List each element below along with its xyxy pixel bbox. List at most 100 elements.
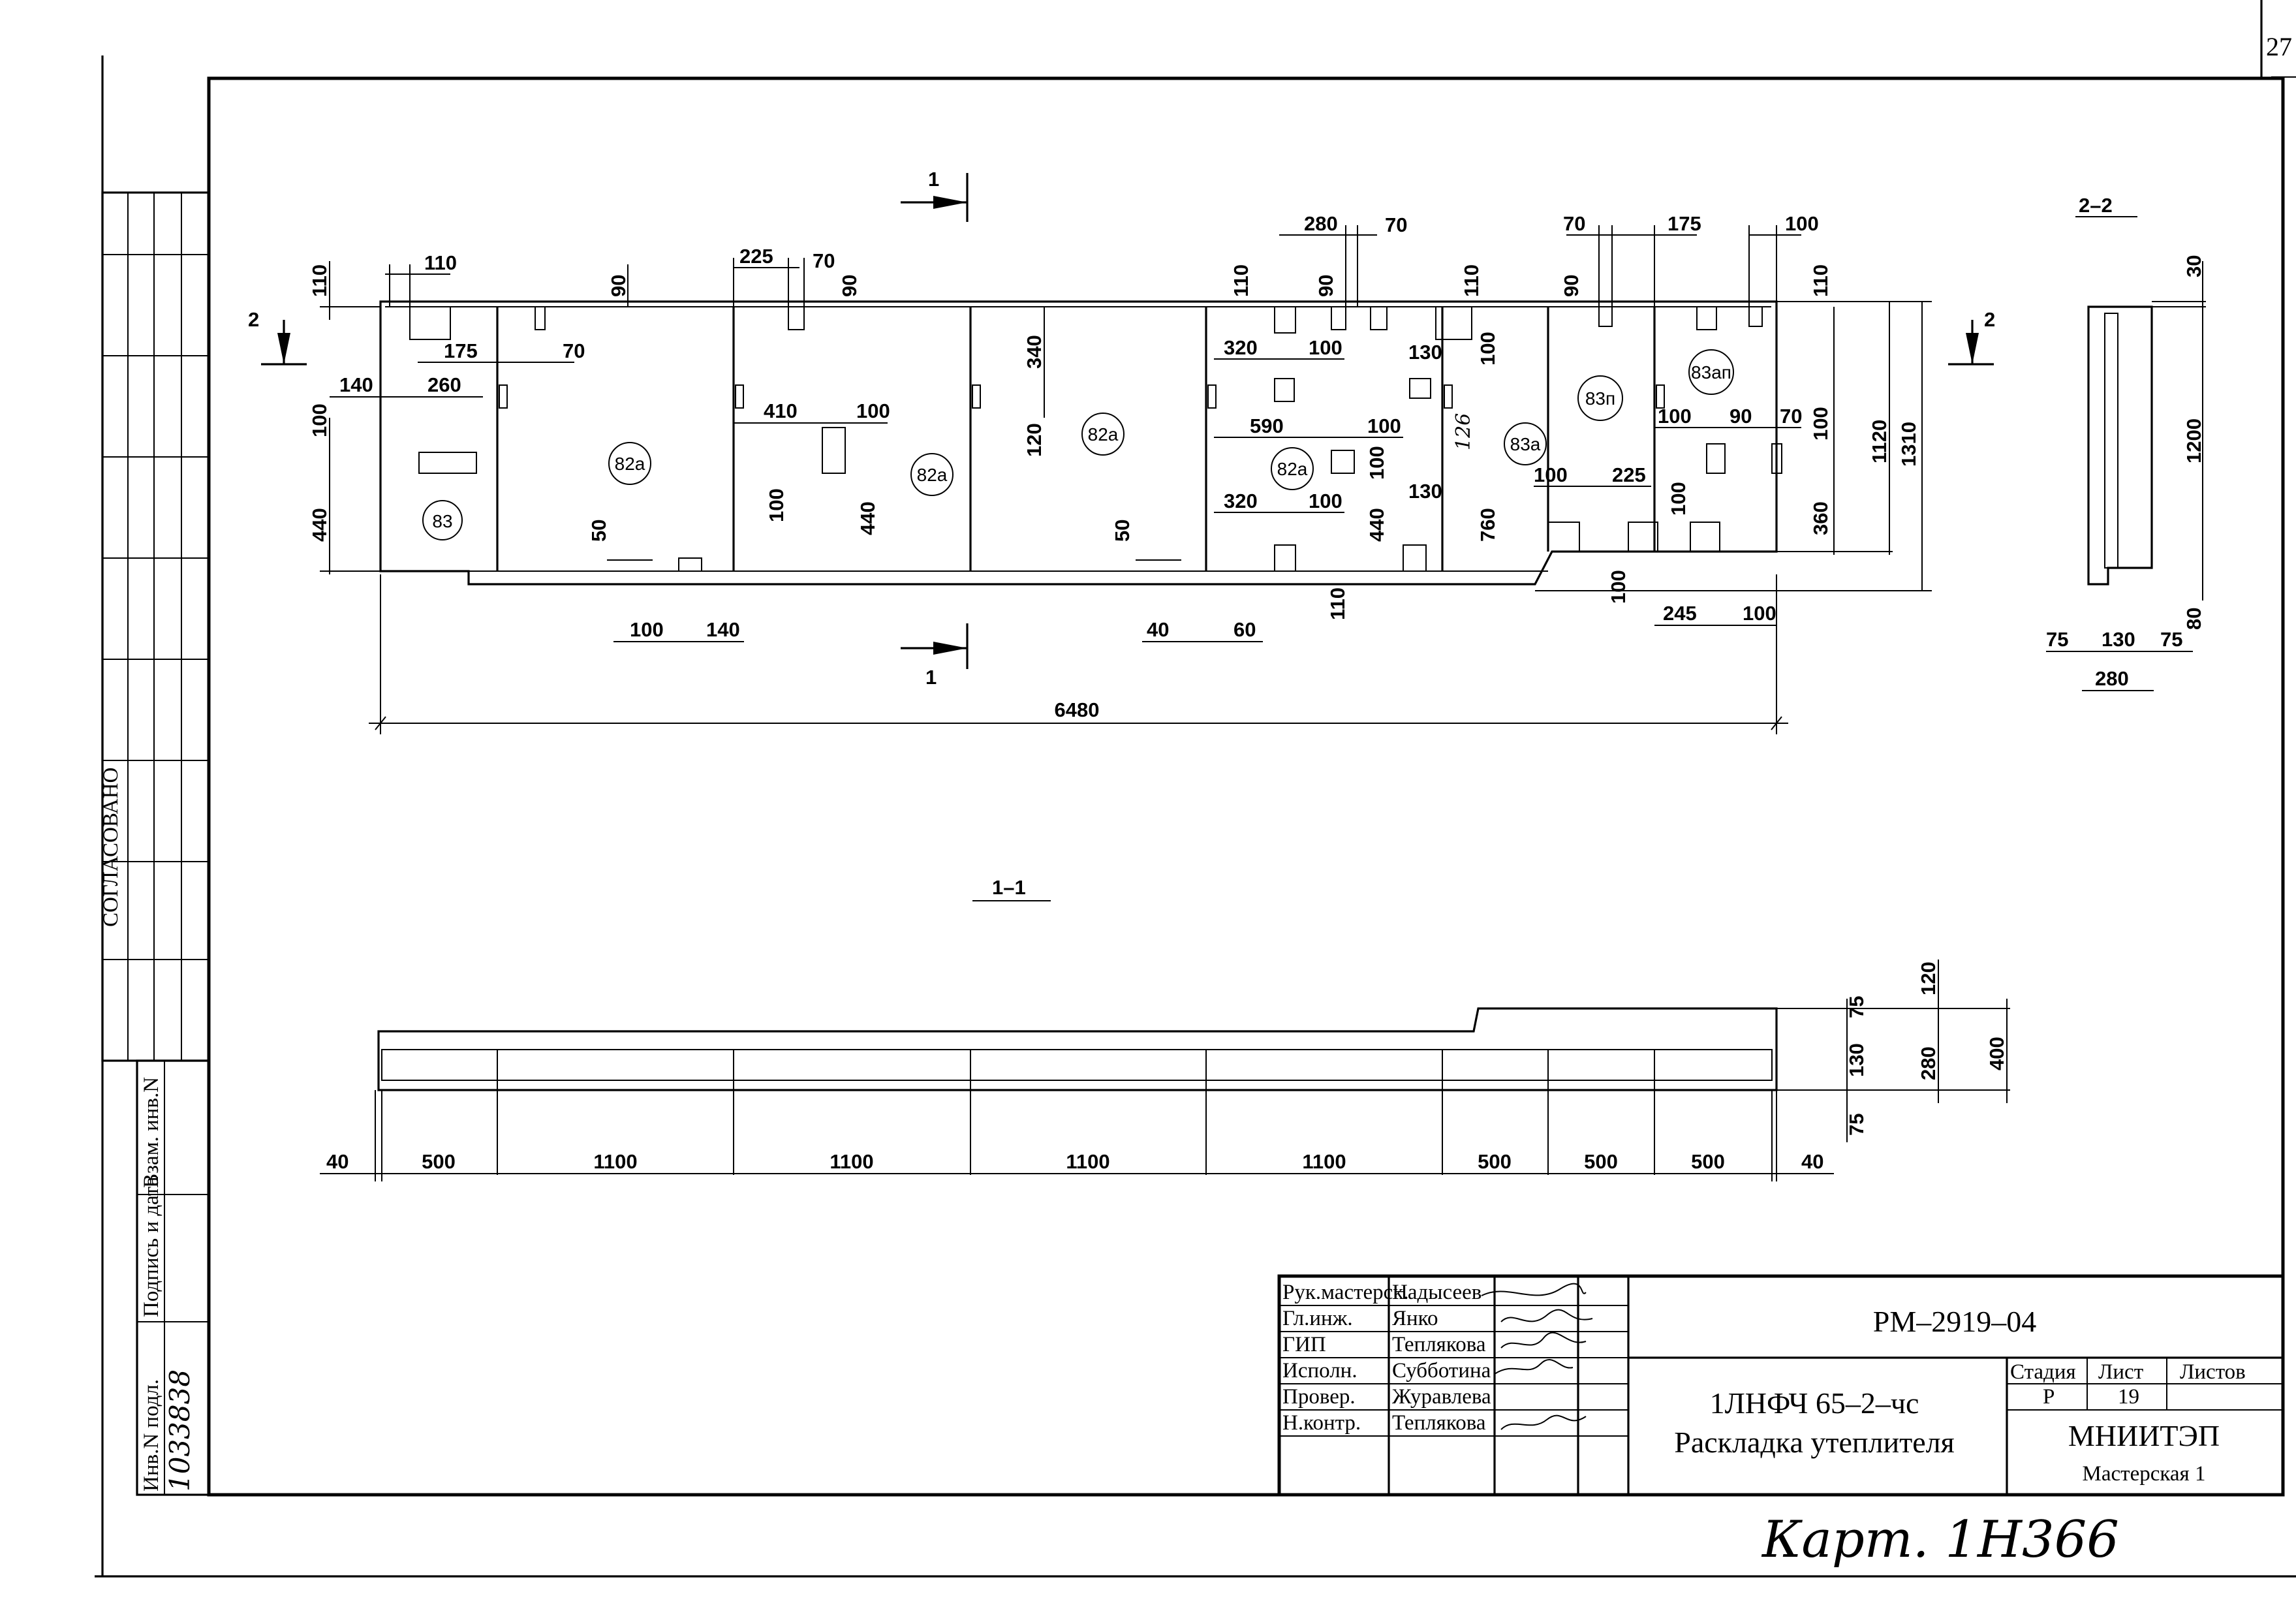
- svg-text:140: 140: [706, 618, 740, 641]
- side-stamp: СОГЛАСОВАНО Взам. инв.N Подпись и дата И…: [99, 191, 210, 1496]
- plan-dimensions-inner: 175 70 140 260 100 440 50 410 100 100 44…: [308, 301, 1932, 642]
- svg-text:83ап: 83ап: [1691, 362, 1731, 383]
- svg-text:175: 175: [1668, 212, 1701, 235]
- svg-text:500: 500: [422, 1150, 456, 1173]
- svg-text:40: 40: [1147, 618, 1169, 641]
- svg-text:110: 110: [424, 251, 457, 274]
- svg-text:500: 500: [1478, 1150, 1512, 1173]
- svg-text:1310: 1310: [1897, 422, 1920, 467]
- panel-marker-82a-3: 82a: [1081, 413, 1125, 456]
- svg-text:70: 70: [1385, 213, 1407, 236]
- svg-text:440: 440: [1365, 508, 1388, 542]
- sheet-frame: 27: [95, 0, 2296, 1578]
- svg-text:82a: 82a: [1277, 459, 1308, 479]
- svg-text:100: 100: [1534, 463, 1568, 486]
- svg-text:1–1: 1–1: [992, 876, 1026, 899]
- svg-text:100: 100: [630, 618, 664, 641]
- svg-text:320: 320: [1224, 490, 1258, 512]
- sheet-value: 19: [2118, 1385, 2139, 1409]
- svg-text:100: 100: [1367, 414, 1401, 437]
- section-1-1-vertical-dims: 75 130 75 120 280 400: [1776, 960, 2010, 1142]
- svg-text:130: 130: [1845, 1043, 1868, 1077]
- plan-view: 83 82a 82a 82a 82a 83a 83п 83ап: [248, 168, 1995, 734]
- panel-marker-83p: 83п: [1577, 375, 1623, 421]
- panel-marker-82a-1: 82a: [608, 442, 651, 485]
- svg-text:50: 50: [1111, 520, 1134, 542]
- svg-text:90: 90: [1314, 275, 1337, 297]
- role-5: Провер.: [1282, 1385, 1356, 1409]
- agreed-label: СОГЛАСОВАНО: [99, 768, 123, 927]
- svg-text:100: 100: [765, 488, 788, 522]
- svg-text:280: 280: [1304, 212, 1338, 235]
- svg-text:75: 75: [2160, 628, 2182, 651]
- svg-text:75: 75: [1845, 996, 1868, 1018]
- svg-text:50: 50: [587, 520, 610, 542]
- signatures: [1481, 1283, 1593, 1430]
- sheet-label: Лист: [2098, 1360, 2143, 1384]
- svg-text:340: 340: [1023, 335, 1046, 369]
- svg-text:70: 70: [813, 249, 835, 272]
- name-2: Янко: [1392, 1307, 1438, 1330]
- svg-text:225: 225: [739, 245, 773, 268]
- svg-text:90: 90: [1560, 275, 1583, 297]
- svg-text:320: 320: [1224, 336, 1258, 359]
- svg-text:1100: 1100: [593, 1150, 637, 1173]
- svg-text:100: 100: [1743, 602, 1776, 625]
- inv-label: Инв.N подл.: [140, 1379, 163, 1491]
- svg-text:82a: 82a: [917, 465, 948, 485]
- doc-code: РМ–2919–04: [1873, 1305, 2036, 1338]
- svg-text:110: 110: [1460, 264, 1483, 297]
- title-block: Рук.мастерск. Гл.инж. ГИП Исполн. Провер…: [1277, 1274, 2285, 1497]
- svg-text:500: 500: [1691, 1150, 1725, 1173]
- svg-text:760: 760: [1476, 508, 1499, 542]
- svg-text:280: 280: [1917, 1046, 1940, 1080]
- svg-text:75: 75: [1845, 1114, 1868, 1136]
- role-4: Исполн.: [1282, 1359, 1357, 1382]
- svg-text:126: 126: [1452, 413, 1475, 450]
- svg-text:70: 70: [1780, 405, 1802, 428]
- svg-text:110: 110: [1809, 264, 1832, 297]
- svg-text:83п: 83п: [1585, 388, 1615, 409]
- svg-text:2: 2: [248, 308, 259, 331]
- svg-text:590: 590: [1250, 414, 1284, 437]
- svg-text:100: 100: [1658, 405, 1692, 428]
- svg-text:100: 100: [1309, 336, 1342, 359]
- svg-text:100: 100: [856, 399, 890, 422]
- svg-text:110: 110: [308, 264, 331, 297]
- svg-text:360: 360: [1809, 501, 1832, 535]
- stage-value: Р: [2043, 1385, 2055, 1409]
- svg-text:100: 100: [1785, 212, 1819, 235]
- svg-text:100: 100: [1476, 332, 1499, 366]
- svg-text:130: 130: [1408, 480, 1442, 503]
- svg-text:1100: 1100: [1302, 1150, 1346, 1173]
- svg-text:90: 90: [607, 275, 630, 297]
- svg-text:75: 75: [2046, 628, 2068, 651]
- svg-text:400: 400: [1985, 1037, 2008, 1070]
- svg-text:40: 40: [326, 1150, 349, 1173]
- archive-note: Карт. 1Н366: [1761, 1510, 2119, 1569]
- svg-text:70: 70: [563, 339, 585, 362]
- panel-marker-82a-4: 82a: [1271, 447, 1314, 490]
- svg-text:120: 120: [1023, 423, 1046, 457]
- panel-marker-82a-2: 82a: [910, 453, 954, 496]
- svg-text:500: 500: [1584, 1150, 1618, 1173]
- role-1: Рук.мастерск.: [1282, 1281, 1409, 1304]
- name-6: Теплякова: [1392, 1411, 1486, 1435]
- svg-text:1100: 1100: [830, 1150, 873, 1173]
- overall-dimension: 6480: [369, 574, 1788, 734]
- svg-text:70: 70: [1563, 212, 1585, 235]
- svg-text:82a: 82a: [615, 454, 645, 474]
- product-name: 1ЛНФЧ 65–2–чс: [1710, 1386, 1919, 1420]
- svg-text:1120: 1120: [1868, 420, 1891, 463]
- svg-text:100: 100: [1365, 446, 1388, 480]
- section-segments: 40 500 1100 1100 1100 1100 500 500 500 4…: [320, 1050, 1834, 1181]
- sheets-label: Листов: [2180, 1360, 2246, 1384]
- svg-text:90: 90: [1730, 405, 1752, 428]
- svg-text:130: 130: [1408, 341, 1442, 364]
- svg-text:1100: 1100: [1066, 1150, 1109, 1173]
- panel-marker-83a: 83a: [1504, 422, 1547, 465]
- svg-text:2–2: 2–2: [2079, 194, 2113, 217]
- svg-text:120: 120: [1917, 961, 1940, 995]
- section-2-2: 2–2 30 1200 80 75 130 75 280: [2046, 194, 2206, 691]
